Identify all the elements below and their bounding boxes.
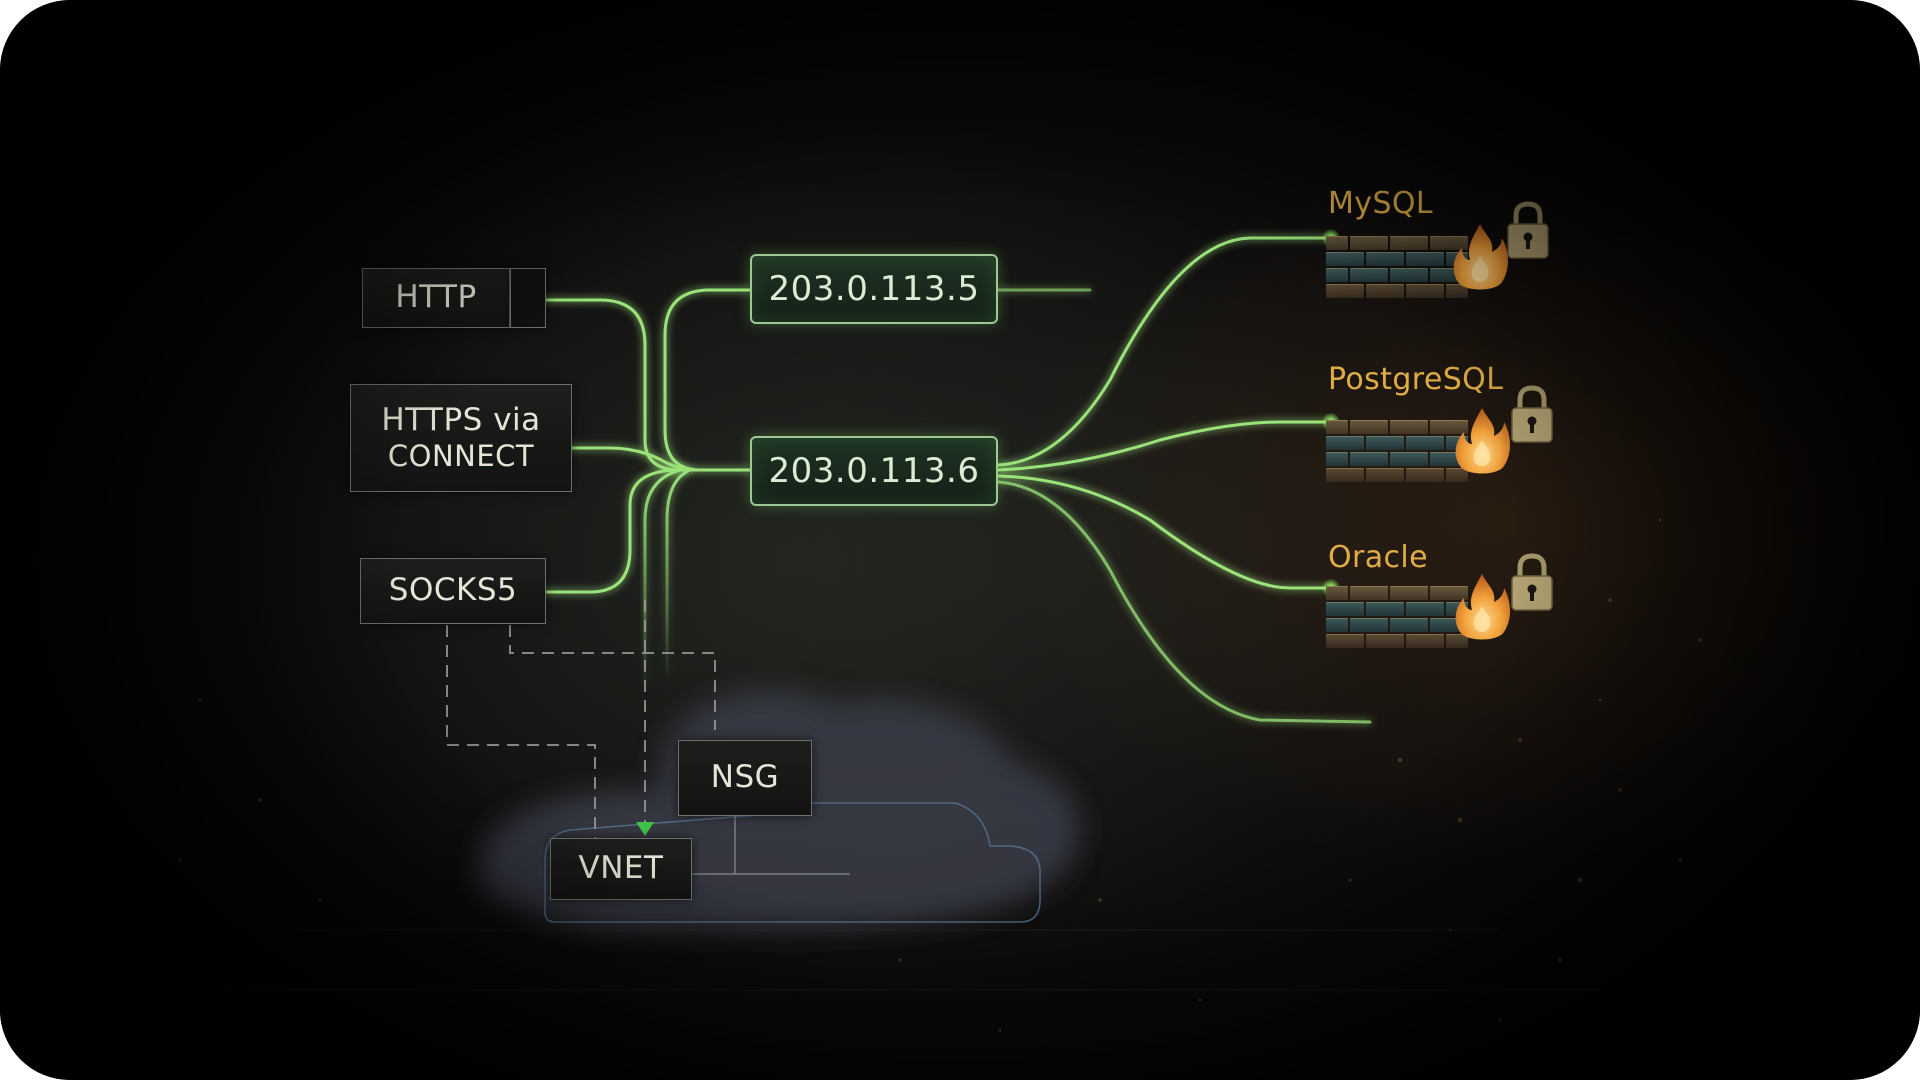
http-port-stub — [510, 268, 546, 328]
db-label-mysql: MySQL — [1328, 186, 1434, 221]
protocol-http-label: HTTP — [395, 279, 477, 316]
protocol-https: HTTPS via CONNECT — [350, 384, 572, 492]
db-label-oracle: Oracle — [1328, 540, 1429, 575]
protocol-https-label-2: CONNECT — [387, 439, 535, 474]
line-hub-down-2 — [665, 468, 691, 680]
dashed-routing — [446, 600, 716, 838]
cloud-vnet: VNET — [550, 838, 692, 900]
lock-icon — [1507, 201, 1549, 259]
db-label-postgresql: PostgreSQL — [1328, 362, 1504, 397]
line-hub-down-1 — [643, 468, 681, 690]
line-ip2-postgres — [996, 420, 1332, 472]
protocol-http: HTTP — [362, 268, 510, 328]
flame-icon — [1455, 574, 1510, 640]
lock-icon — [1511, 385, 1553, 443]
line-ip2-extra — [996, 480, 1372, 724]
egress-ip-1: 203.0.113.5 — [750, 254, 998, 324]
line-hub-ip1 — [663, 288, 752, 472]
cloud-vnet-label: VNET — [578, 850, 664, 887]
line-ip2-oracle — [996, 474, 1332, 590]
protocol-socks5-label: SOCKS5 — [388, 572, 518, 609]
protocol-https-label-1: HTTPS via — [381, 402, 541, 438]
egress-ip-1-label: 203.0.113.5 — [768, 269, 980, 309]
arrow-down-icon — [636, 822, 654, 836]
cloud-nsg-label: NSG — [710, 759, 780, 796]
cloud-nsg: NSG — [678, 740, 812, 816]
protocol-socks5: SOCKS5 — [360, 558, 546, 624]
egress-ip-2: 203.0.113.6 — [750, 436, 998, 506]
lock-icon — [1511, 553, 1553, 611]
egress-ip-2-label: 203.0.113.6 — [768, 451, 980, 491]
flame-icon — [1455, 408, 1510, 474]
flame-icon — [1453, 224, 1508, 290]
line-ip2-mysql — [996, 236, 1332, 467]
